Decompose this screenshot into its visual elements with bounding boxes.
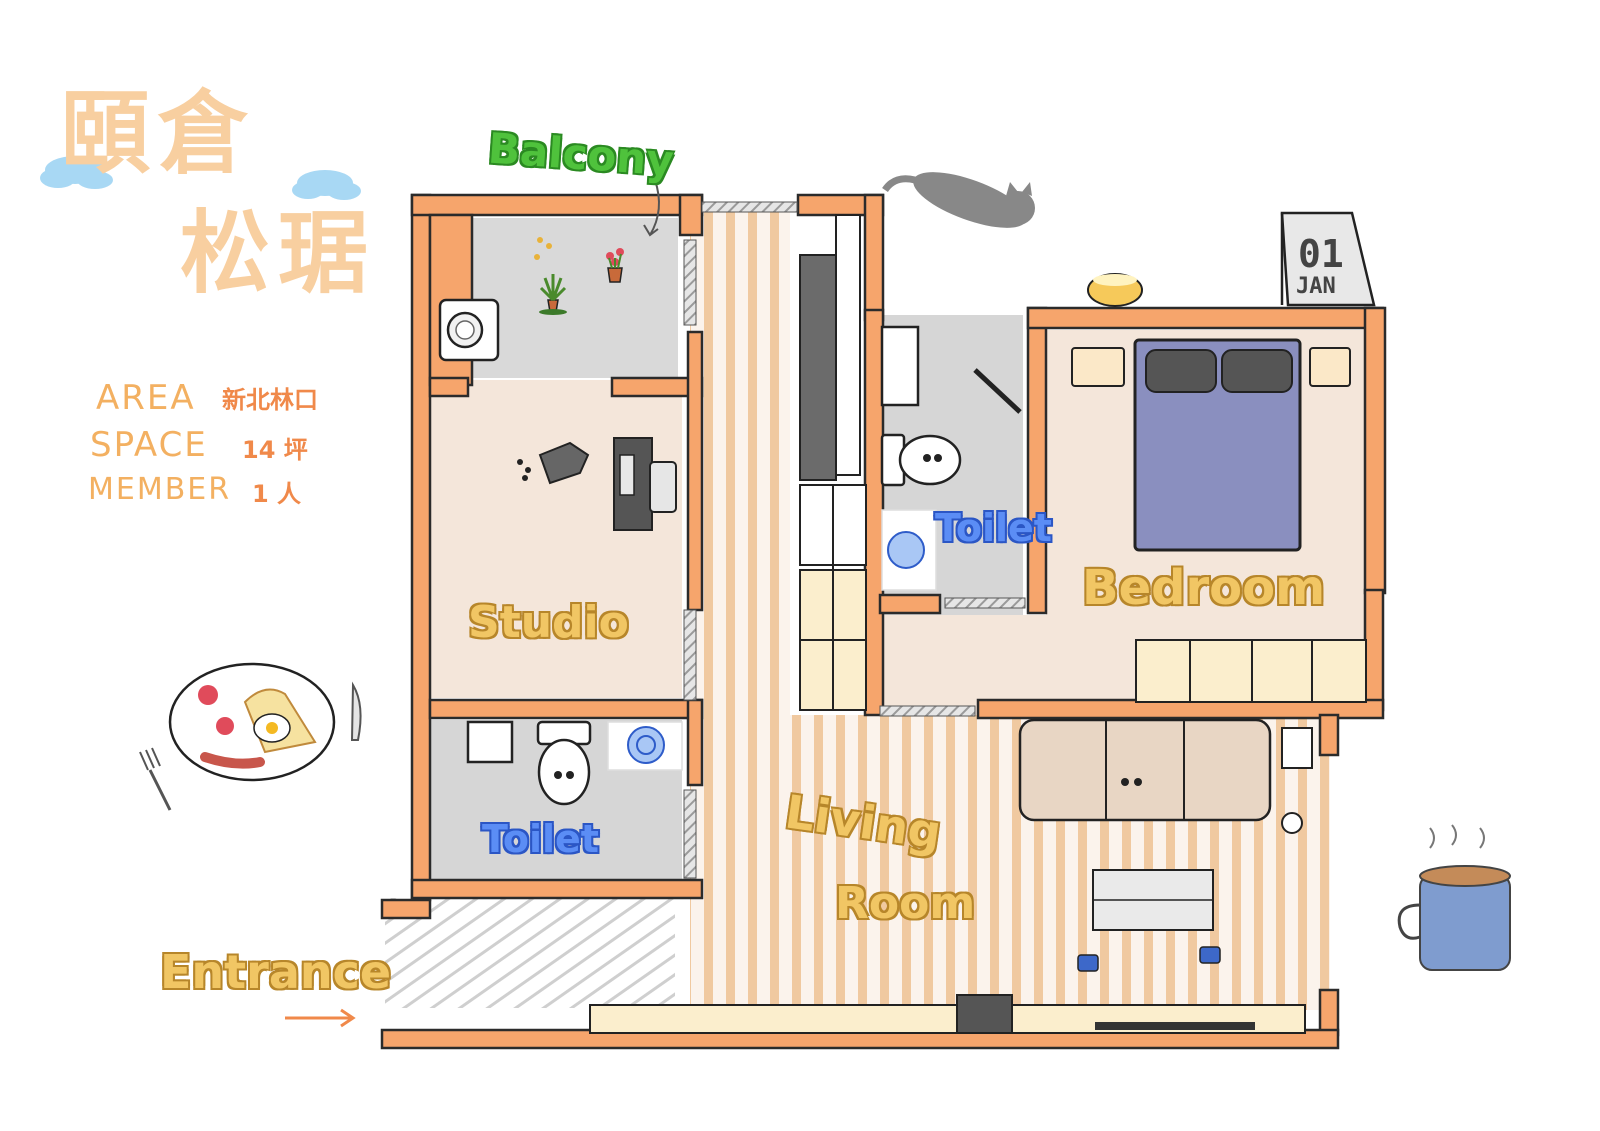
window-balcony: [683, 239, 697, 326]
toilet-left-label: Toilet: [482, 817, 599, 861]
wall-balcony-post: [678, 193, 704, 237]
studio-floor: [430, 380, 682, 698]
wall-entrance-stub: [380, 898, 432, 920]
coffee-mug-icon: [1397, 824, 1511, 971]
space-label: SPACE: [90, 425, 208, 465]
studio-label: Studio: [468, 597, 629, 648]
kitchen-counter: [799, 214, 867, 711]
window-toilet-right: [944, 597, 1026, 609]
vacuum-icon: [1281, 727, 1313, 834]
wall-toilet-right-bottom: [878, 593, 942, 615]
wall-studio-top-a: [428, 376, 470, 398]
calendar-month: JAN: [1296, 274, 1336, 299]
window-living-top: [879, 705, 976, 717]
calendar-icon: [1280, 211, 1376, 307]
window-corridor-top: [701, 201, 798, 213]
member-value: 1 人: [252, 480, 302, 508]
wall-bedroom-top: [1026, 306, 1385, 330]
plate-breakfast-icon: [168, 662, 336, 782]
tv-cabinet: [589, 994, 1306, 1034]
window-toilet: [683, 789, 697, 879]
pet-bowl-icon: [1087, 273, 1143, 307]
entrance-floor: [385, 898, 675, 1008]
wall-studio-bottom: [428, 698, 704, 720]
butterfly-icon: [534, 237, 552, 260]
member-label: MEMBER: [88, 472, 232, 507]
area-value: 新北林口: [222, 386, 318, 414]
wall-left: [410, 193, 432, 902]
bed-icon: [1071, 338, 1351, 552]
entrance-label: Entrance: [160, 945, 392, 999]
sink-icon: [607, 721, 683, 771]
wall-toilet-right-left: [863, 308, 885, 717]
plant-icon: [539, 274, 567, 315]
wall-bedroom-right-bottom: [1363, 588, 1385, 712]
wardrobe: [1135, 639, 1367, 703]
coffee-table: [1092, 869, 1214, 931]
wall-living-right-post: [1318, 713, 1340, 757]
title-line2: 松琚: [180, 201, 376, 306]
space-value: 14 坪: [242, 436, 308, 464]
stool-icon: [1077, 946, 1221, 972]
wall-living-right-bottom: [1318, 988, 1340, 1037]
toilet-right-label: Toilet: [935, 506, 1052, 550]
title-line1: 頤倉: [60, 81, 256, 186]
wall-toilet-right: [686, 698, 704, 787]
window-studio: [683, 609, 697, 701]
living-room-label-line2: Room: [835, 878, 976, 929]
plant-icon-flower: [606, 248, 624, 283]
cloud-icon: [40, 156, 361, 200]
wall-mid-right: [863, 193, 885, 322]
windows: [683, 201, 1026, 879]
toilet-icon-right: [880, 325, 1022, 591]
bedroom-label: Bedroom: [1082, 560, 1326, 616]
wall-bedroom-left: [1026, 306, 1048, 615]
toilet-icon: [466, 720, 592, 806]
corridor-floor: [690, 208, 790, 1008]
entrance-arrow-icon: [285, 1008, 356, 1028]
wall-bedroom-right-top: [1363, 306, 1387, 595]
balcony-arrow-icon: [643, 179, 660, 237]
desk-chair-icon: [517, 437, 677, 531]
washing-machine-icon: [438, 298, 500, 362]
sofa-icon: [1018, 718, 1272, 822]
knife-icon: [350, 681, 362, 741]
cat-icon: [882, 172, 1035, 228]
wall-toilet-bottom: [410, 878, 704, 900]
wall-studio-right: [686, 330, 704, 612]
calendar-day: 01: [1298, 232, 1344, 276]
area-label: AREA: [96, 378, 196, 418]
fork-icon: [139, 747, 172, 811]
walls: [380, 193, 1387, 1050]
balcony-floor: [470, 218, 678, 378]
